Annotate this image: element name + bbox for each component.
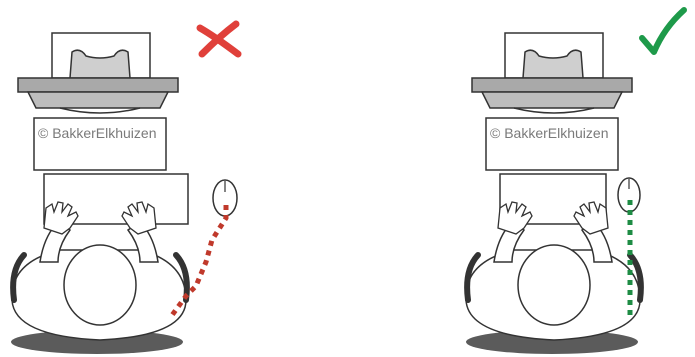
check-icon <box>642 10 684 52</box>
watermark: © BakkerElkhuizen <box>490 125 608 141</box>
person-head <box>64 245 136 325</box>
panel-right: © BakkerElkhuizen <box>466 10 684 354</box>
monitor-lower <box>28 92 168 108</box>
watermark: © BakkerElkhuizen <box>38 125 156 141</box>
monitor-lower <box>482 92 622 108</box>
cross-icon <box>200 24 238 54</box>
panel-wrong: © BakkerElkhuizen <box>11 24 238 354</box>
monitor-top <box>18 78 178 92</box>
person-head <box>518 245 590 325</box>
monitor-top <box>472 78 632 92</box>
